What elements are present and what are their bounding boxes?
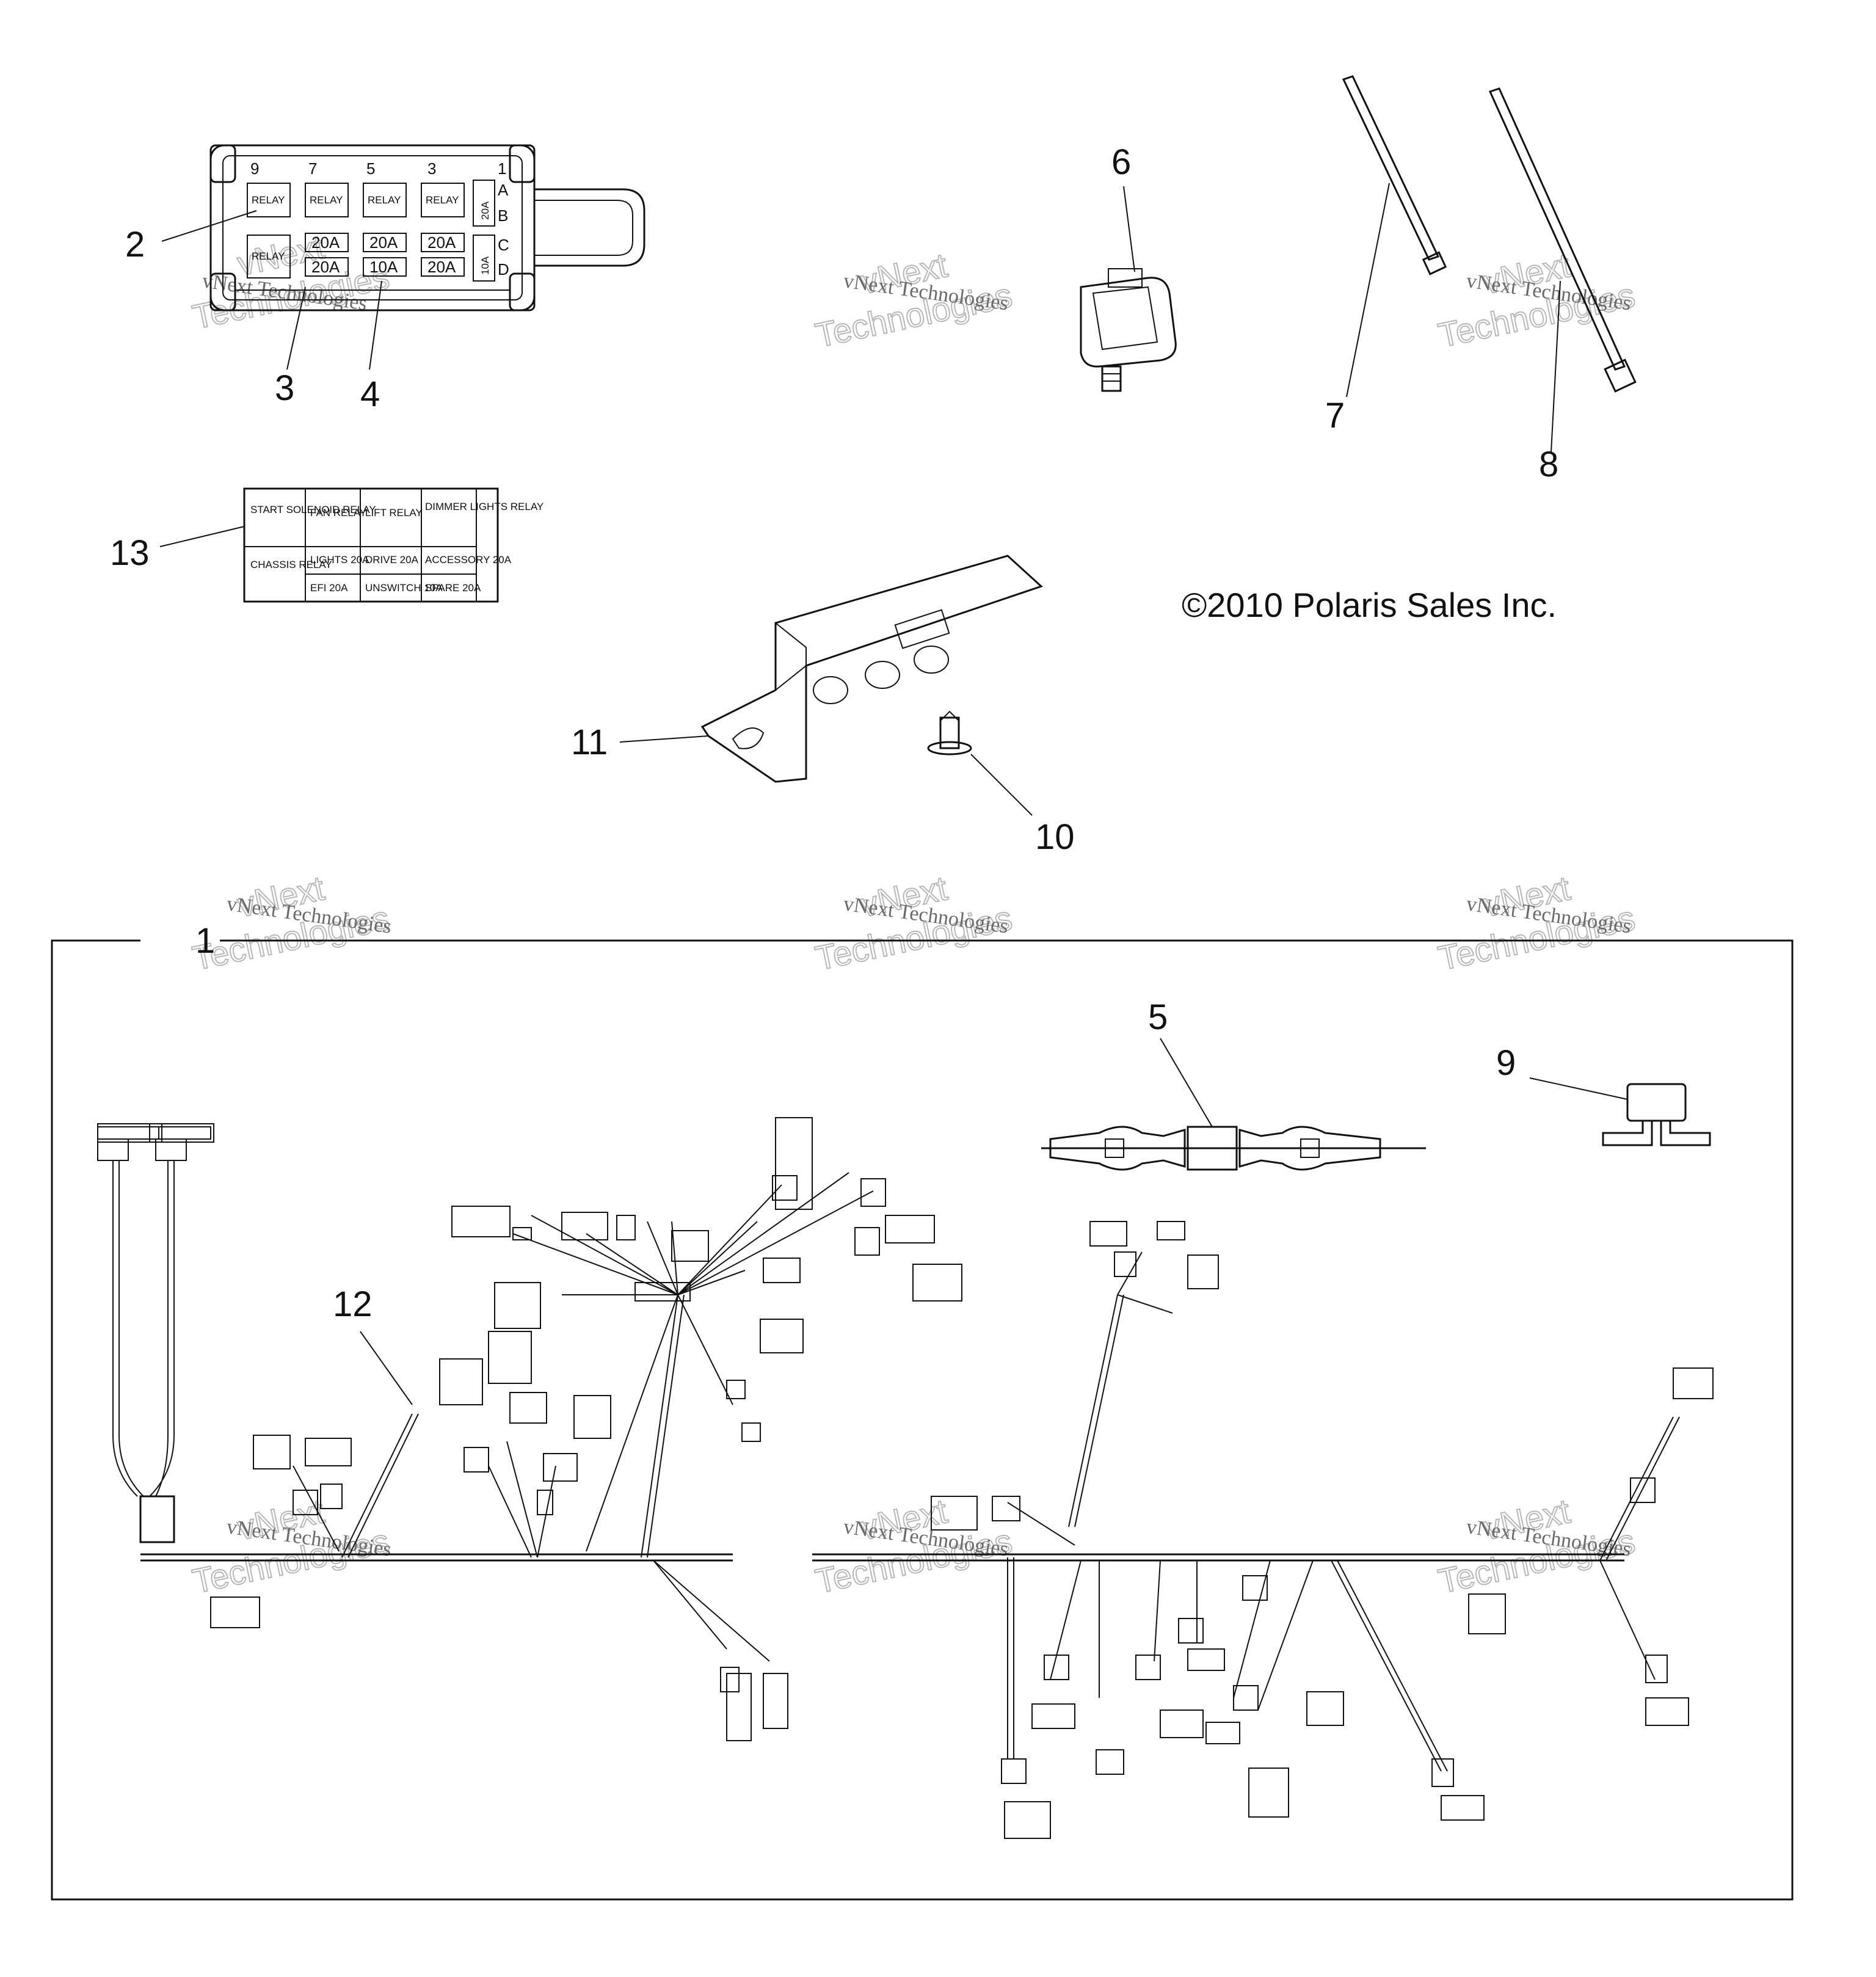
callout-8: 8: [1539, 445, 1558, 484]
mounting-bracket[interactable]: [619, 555, 1043, 783]
decal-text: DRIVE 20A: [365, 554, 419, 566]
callout-2: 2: [125, 225, 145, 264]
fuse-box-row-letter: A: [498, 181, 509, 199]
callout-leader-4: [369, 280, 382, 370]
fuse-slot-label: 20A: [311, 233, 340, 252]
decal-text: CHASSIS RELAY: [250, 559, 332, 570]
connector-part[interactable]: [1080, 186, 1177, 392]
fuse-slot-label: 20A: [479, 201, 491, 220]
relay-slot-label: RELAY: [252, 250, 285, 262]
main-harness[interactable]: [97, 1117, 1714, 1839]
callout-9: 9: [1496, 1043, 1516, 1083]
callout-6: 6: [1111, 142, 1131, 182]
decal-text: LIGHTS 20A: [310, 554, 369, 566]
callout-leader-13: [159, 526, 245, 547]
fuse-box-row-letter: B: [498, 206, 508, 225]
harness-branch-group: [1007, 1251, 1680, 1772]
callout-leader-12: [360, 1331, 413, 1405]
callout-leader-2: [161, 210, 257, 242]
fuse-box-position-number: 9: [250, 159, 259, 178]
fuse-box-row-letter: D: [498, 260, 509, 279]
decal-text: SPARE 20A: [425, 582, 481, 594]
decal-text: START SOLENOID RELAY: [250, 504, 376, 515]
fuse-box-decal[interactable]: START SOLENOID RELAY FAN RELAY LIFT RELA…: [243, 487, 544, 603]
copyright-notice: ©2010 Polaris Sales Inc.: [1182, 586, 1557, 624]
callout-labels: 1 2 3 4 5 6 7 8 9 10 11 12 13: [110, 142, 1558, 1324]
decal-text: LIFT RELAY: [365, 507, 423, 519]
harness-connectors: [293, 1175, 1668, 1787]
fuse-box-position-number: 1: [498, 159, 506, 178]
relay-slot-label: RELAY: [426, 194, 459, 206]
fuse-box-position-number: 7: [308, 159, 317, 178]
fuse-box-position-number: 5: [366, 159, 375, 178]
fuse-box-row-letter: C: [498, 236, 509, 254]
callout-5: 5: [1148, 997, 1168, 1037]
callout-1: 1: [195, 921, 215, 961]
relay-slot-label: RELAY: [368, 194, 401, 206]
decal-text: FAN RELAY: [310, 507, 366, 519]
fuse-relay-box[interactable]: 9 7 5 3 1 A B C D RELAY RELAY RELAY RELA…: [209, 144, 645, 311]
decal-text: UNSWITCH 10A: [365, 582, 443, 594]
fuse-slot-label: 20A: [311, 258, 340, 276]
cable-tie-short[interactable]: [1342, 75, 1447, 398]
fuse-slot-label: 20A: [427, 258, 456, 276]
decal-text: ACCESSORY 20A: [425, 554, 512, 566]
relay-slot-label: RELAY: [310, 194, 343, 206]
callout-12: 12: [333, 1284, 373, 1324]
callout-4: 4: [360, 374, 380, 414]
fuse-slot-label: 20A: [427, 233, 456, 252]
callout-11: 11: [571, 723, 608, 762]
circuit-breaker[interactable]: [1529, 1077, 1711, 1146]
callout-3: 3: [275, 368, 294, 408]
cable-tie-long[interactable]: [1488, 87, 1637, 453]
callout-13: 13: [110, 533, 150, 573]
relay-slot-label: RELAY: [252, 194, 285, 206]
fuse-box-position-number: 3: [427, 159, 436, 178]
inline-fuse-holder[interactable]: [1041, 1038, 1426, 1171]
callout-leader-3: [286, 286, 306, 370]
fuse-slot-label: 10A: [369, 258, 398, 276]
watermarks: vNext Technologies vNext Technologies vN…: [189, 227, 1639, 1601]
decal-text: DIMMER LIGHTS RELAY: [425, 501, 544, 512]
wiring-harness-frame: [51, 939, 1794, 1901]
callout-10: 10: [1035, 817, 1075, 857]
push-rivet[interactable]: [927, 710, 1033, 816]
harness-connector-tables: [97, 1117, 1714, 1839]
decal-text: EFI 20A: [310, 582, 348, 594]
fuse-slot-label: 10A: [479, 256, 491, 275]
callout-7: 7: [1325, 396, 1345, 435]
fuse-slot-label: 20A: [369, 233, 398, 252]
